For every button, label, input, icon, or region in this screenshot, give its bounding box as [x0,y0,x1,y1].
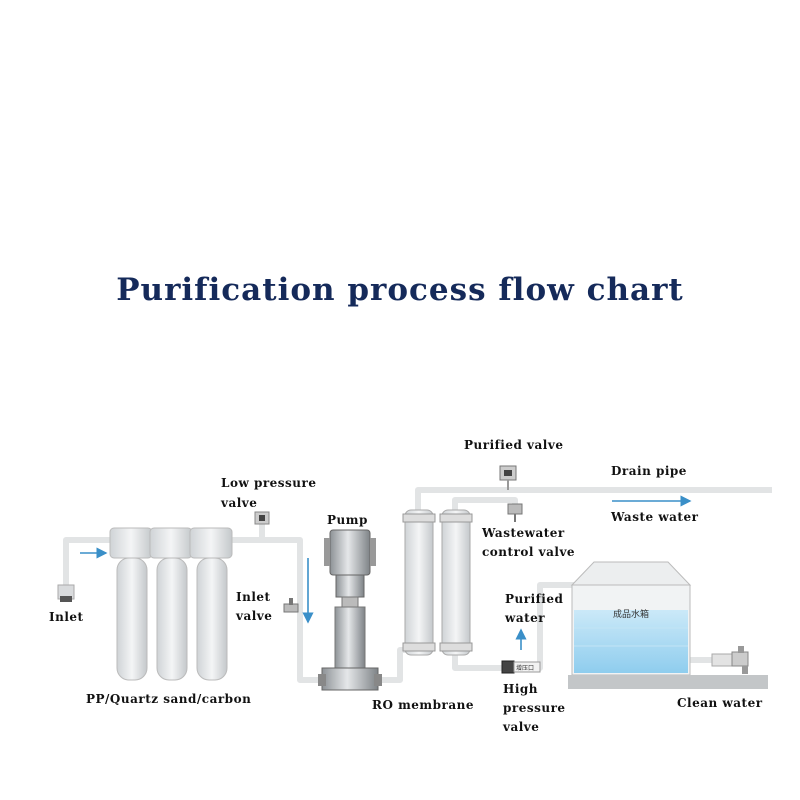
filter-housing-3 [189,527,233,681]
inlet-valve-icon [283,598,299,613]
inlet-connector [57,584,75,602]
gauge-tag: 增压口 [516,664,534,672]
high-pressure-valve-label-2: pressure [503,701,566,715]
inlet-pipe [63,537,115,590]
pump-label: Pump [327,513,368,527]
ro-membrane-2 [439,509,473,656]
purified-valve-icon [499,465,517,490]
filter-housing-1 [109,527,153,681]
inlet-label: Inlet [49,610,84,624]
low-pressure-valve-label-1: Low pressure [221,476,317,490]
tap-icon [711,646,749,674]
ro-top-pipe [415,487,520,510]
tank-label: 成品水箱 [613,608,649,620]
filter-housings [109,527,233,681]
pump-icon [318,529,382,691]
drain-pipe-label: Drain pipe [611,464,687,478]
high-pressure-valve-label-1: High [503,682,539,696]
purified-valve-label: Purified valve [464,438,564,452]
clean-water-label: Clean water [677,696,763,710]
filter-housing-2 [149,527,193,681]
filters-label: PP/Quartz sand/carbon [86,692,252,706]
wastewater-control-valve-label-2: control valve [482,545,576,559]
ro-to-valve-pipe [452,497,518,510]
high-pressure-valve-icon: 增压口 [501,660,541,674]
purified-water-label-2: water [505,611,546,625]
low-pressure-valve-icon [254,511,270,525]
wastewater-control-valve-icon [507,503,523,522]
high-pressure-valve-label-3: valve [503,720,540,734]
ro-bottom-pipe [452,655,520,671]
inlet-valve-label-1: Inlet [236,590,271,604]
ro-membrane-label: RO membrane [372,698,474,712]
waste-water-label: Waste water [611,510,699,524]
flow-arrows [80,495,692,650]
purified-water-label-1: Purified [505,592,564,606]
inlet-valve-label-2: valve [236,609,273,623]
ro-membranes [402,509,473,656]
low-pressure-valve-label-2: valve [221,496,258,510]
ro-membrane-1 [402,509,436,656]
storage-tank: 成品水箱 [568,561,768,689]
wastewater-control-valve-label-1: Wastewater [482,526,565,540]
page-title: Purification process flow chart [116,272,684,308]
